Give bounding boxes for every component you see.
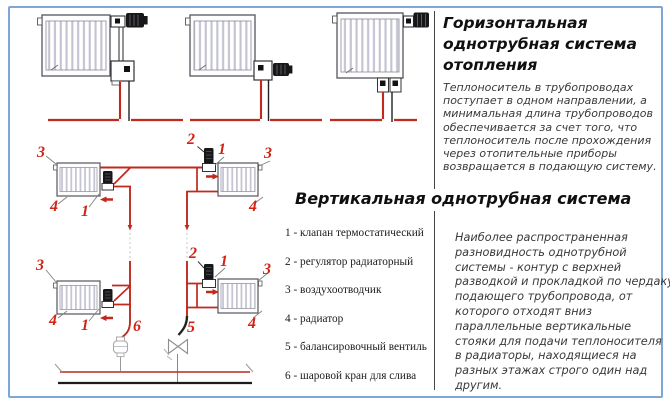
diagram-number: 4 xyxy=(49,312,57,329)
diagram-number: 4 xyxy=(248,315,256,332)
radiator-regulator-icon xyxy=(101,171,114,191)
legend-item: 2 - регулятор радиаторный xyxy=(285,255,414,268)
legend-item: 1 - клапан термостатический xyxy=(285,227,424,239)
diagram-number: 1 xyxy=(81,203,89,220)
radiator-mid-left xyxy=(53,162,101,197)
diagram-number: 5 xyxy=(187,319,195,336)
flow-arrow-left xyxy=(100,196,113,203)
flow-arrow-right xyxy=(206,289,219,295)
pipes-mid-left xyxy=(112,167,131,225)
intro-line: обеспечивается за счет того, что xyxy=(443,120,638,134)
radiator-top-3 xyxy=(332,12,404,79)
pipes-mid-right xyxy=(186,168,218,225)
intro-line: Теплоноситель в трубопроводах xyxy=(443,81,634,94)
diagram-number: 4 xyxy=(249,198,257,215)
legend-item: 3 - воздухоотводчик xyxy=(285,284,382,297)
diagram-number: 3 xyxy=(263,261,271,278)
label-ticks xyxy=(45,155,271,322)
diagram-number: 3 xyxy=(36,257,44,274)
pipe xyxy=(177,315,189,336)
title-vertical-system: Вертикальная однотрубная система xyxy=(295,189,639,211)
desc-line: системы - контур с верхней xyxy=(455,260,622,274)
label-tick xyxy=(197,146,205,153)
diagram-number: 2 xyxy=(187,131,195,148)
thermostatic-valve-icon xyxy=(110,13,148,86)
radiator-regulator-icon xyxy=(202,264,216,288)
thermostatic-head-icon xyxy=(402,12,429,28)
radiator-top-1 xyxy=(37,14,111,77)
diagram-number: 3 xyxy=(37,144,45,161)
radiator-top-2 xyxy=(185,14,256,77)
desc-line: Наиболее распространенная xyxy=(455,231,628,244)
legend-list: 1 - клапан термостатический 2 - регулятор… xyxy=(285,227,427,399)
title-horizontal-system: Горизонтальная однотрубная система отопл… xyxy=(443,14,637,74)
bottom-valve-icons xyxy=(377,77,402,93)
intro-line: возвращается в подающую систему. xyxy=(443,160,657,174)
radiator-bottom-right xyxy=(217,278,263,314)
desc-line: которого отходят вниз xyxy=(455,304,593,318)
legend-item: 5 - балансировочный вентиль xyxy=(285,341,427,354)
end-tick xyxy=(54,363,63,373)
radiator-regulator-icon xyxy=(202,148,216,172)
radiator-mid-right xyxy=(217,162,263,197)
desc-line: подающего трубопровода, от xyxy=(455,290,633,304)
flow-arrow-left xyxy=(100,315,113,321)
flow-arrow-right xyxy=(206,173,219,180)
label-tick xyxy=(197,261,205,269)
desc-line: в радиаторы, находящиеся на xyxy=(455,349,637,363)
diagram-number: 1 xyxy=(220,253,228,270)
diagram-number: 4 xyxy=(50,198,58,215)
diagram-number: 6 xyxy=(133,318,141,335)
intro-line: поступает в одном направлении, а xyxy=(443,94,647,108)
diagram-number: 3 xyxy=(264,145,272,162)
radiator-bottom-left xyxy=(53,280,101,315)
pipes-bottom-left xyxy=(112,261,131,322)
diagram-number: 1 xyxy=(218,141,226,158)
pipe xyxy=(120,321,131,339)
flow-arrow-down xyxy=(127,225,133,231)
ball-valve-icon xyxy=(112,336,129,358)
diagram-number: 1 xyxy=(81,317,89,334)
desc-line: параллельные вертикальные xyxy=(455,319,632,333)
intro-line: теплоноситель после прохождения xyxy=(443,133,652,147)
desc-line: разновидность однотрубной xyxy=(455,245,627,259)
desc-line: стояки для подачи теплоносителя xyxy=(455,334,662,348)
pipes-bottom-right xyxy=(186,261,218,316)
valve-block-icon xyxy=(253,60,293,81)
diagram-number: 2 xyxy=(189,245,197,262)
legend-item: 4 - радиатор xyxy=(285,312,344,325)
radiator-regulator-icon xyxy=(101,289,114,308)
flow-arrow-down xyxy=(184,225,190,231)
intro-line: минимальная длина трубопроводов xyxy=(443,107,653,121)
intro-line: через отопительные приборы xyxy=(443,147,617,161)
desc-line: разных этажах строго один над xyxy=(455,364,648,378)
image-border xyxy=(8,6,663,398)
desc-line: другим. xyxy=(455,378,503,392)
desc-line: разводкой и прокладкой по чердаку xyxy=(455,275,670,289)
end-tick xyxy=(245,363,254,373)
balancing-valve-icon xyxy=(163,338,189,361)
legend-item: 6 - шаровой кран для слива xyxy=(285,369,417,382)
